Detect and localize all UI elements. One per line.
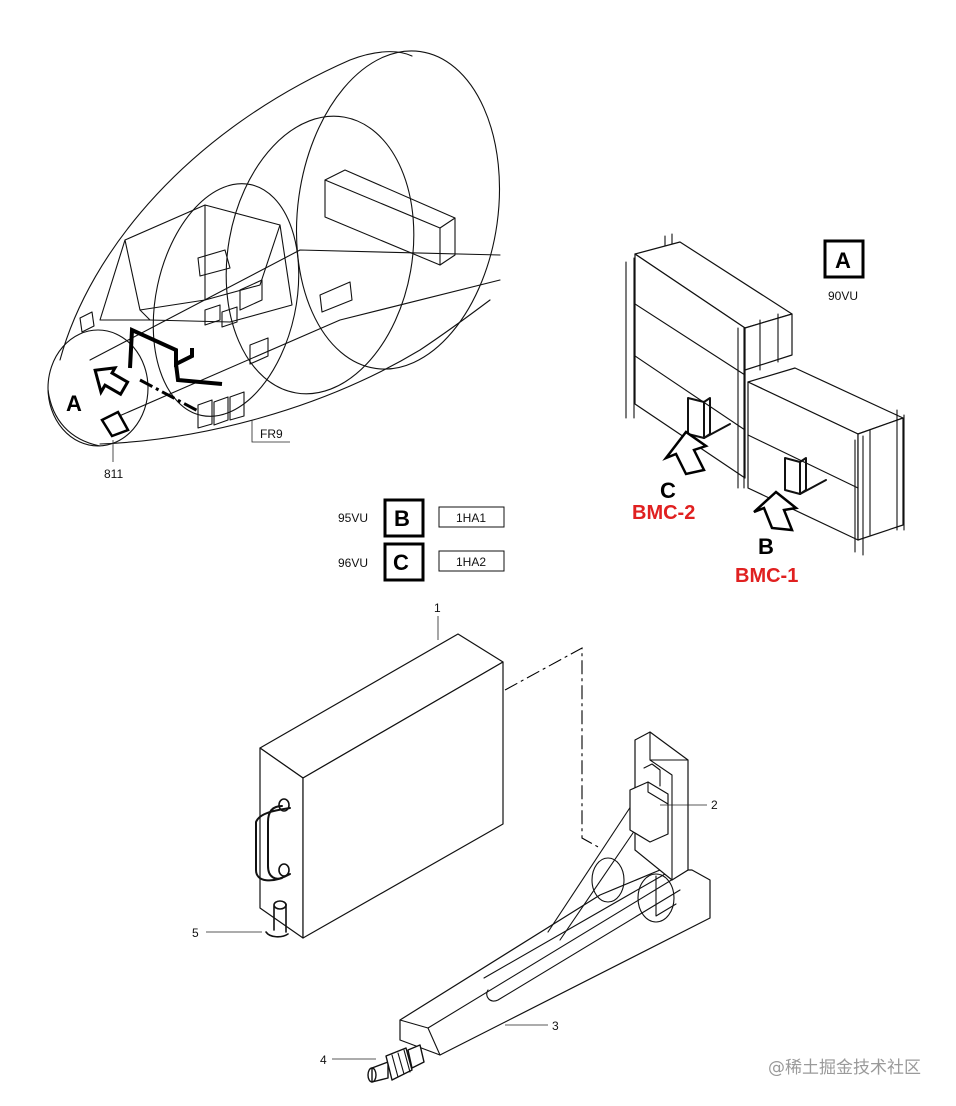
callout-b-letter: B bbox=[758, 534, 774, 559]
watermark-text: @稀土掘金技术社区 bbox=[768, 1058, 921, 1078]
bmc-unit-mount-illustration: 1 2 3 4 5 bbox=[192, 601, 718, 1083]
view-a-label: A bbox=[66, 391, 82, 416]
frame-fr9-label: FR9 bbox=[260, 427, 283, 441]
panel-90vu-label: 90VU bbox=[828, 289, 858, 303]
item-1-label: 1 bbox=[434, 601, 441, 615]
panel-811-label: 811 bbox=[104, 467, 123, 481]
legend-panel-96vu: 96VU bbox=[338, 556, 368, 570]
legend-id-1ha2: 1HA2 bbox=[456, 555, 486, 569]
panel-legend: 95VU B 1HA1 96VU C 1HA2 bbox=[338, 498, 505, 582]
aircraft-nose-illustration: A 811 FR9 bbox=[47, 50, 501, 481]
detail-a-rack-illustration: A 90VU C BMC-2 B BMC-1 bbox=[625, 233, 905, 587]
legend-letter-b: B bbox=[394, 506, 410, 531]
detail-a-letter: A bbox=[835, 248, 851, 273]
legend-panel-95vu: 95VU bbox=[338, 511, 368, 525]
callout-bmc-1-label: BMC-1 bbox=[735, 565, 798, 587]
item-5-label: 5 bbox=[192, 926, 199, 940]
callout-c-letter: C bbox=[660, 478, 676, 503]
item-3-label: 3 bbox=[552, 1019, 559, 1033]
item-4-label: 4 bbox=[320, 1053, 327, 1067]
item-2-label: 2 bbox=[711, 798, 718, 812]
callout-bmc-2-label: BMC-2 bbox=[632, 502, 695, 524]
legend-letter-c: C bbox=[393, 550, 409, 575]
legend-id-1ha1: 1HA1 bbox=[456, 511, 486, 525]
